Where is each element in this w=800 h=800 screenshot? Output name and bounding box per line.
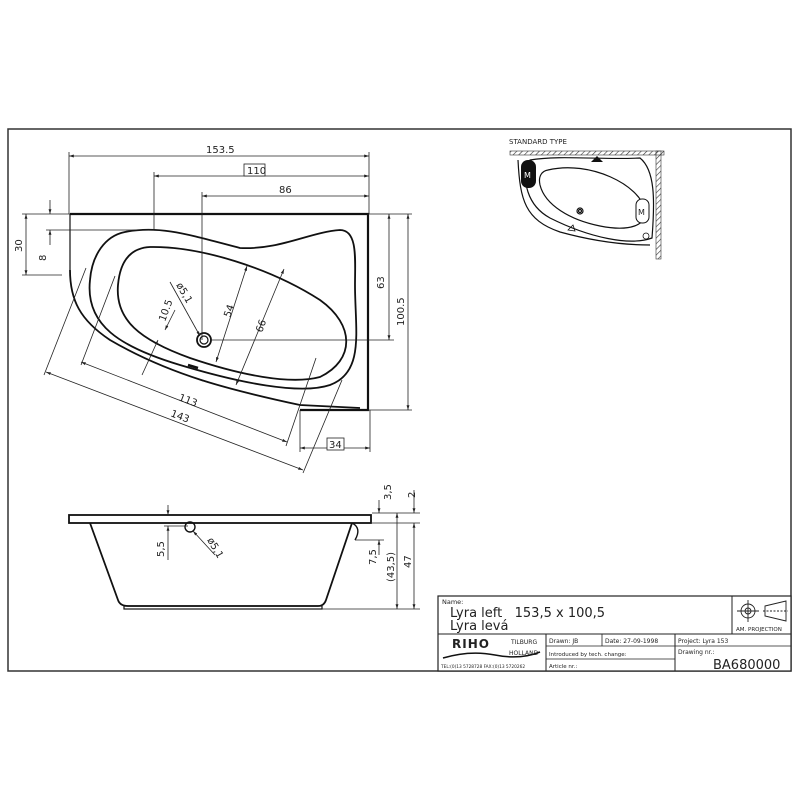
motor-icon-left <box>521 160 536 188</box>
name-line2: Lyra levá <box>450 619 508 634</box>
drawing-frame <box>7 128 792 672</box>
dim-overflow-diameter: ø5,1 <box>204 536 225 561</box>
dim-basin-inner-width: 54 <box>222 303 237 319</box>
phone-fax: TEL:(0)13 5728728 FAX:(0)13 5720262 <box>440 664 525 670</box>
dim-overflow-height: 7,5 <box>368 549 379 565</box>
dim-inner-length: 113 <box>177 393 199 410</box>
project-field: Project: Lyra 153 <box>678 638 728 645</box>
dim-corner-width: 34 <box>329 440 342 451</box>
name-label: Name: <box>442 598 463 606</box>
date-field: Date: 27-09-1998 <box>605 638 658 645</box>
dim-rim-height: 3,5 <box>383 484 394 500</box>
dim-overall-width: 100.5 <box>396 297 407 326</box>
dim-basin-outer-width: 66 <box>254 318 269 334</box>
dim-total-height: 47 <box>403 555 414 568</box>
svg-text:M: M <box>524 171 531 180</box>
svg-text:M: M <box>638 208 645 217</box>
top-view-dimensions <box>22 152 412 474</box>
dim-overflow-offset: 5,5 <box>156 541 167 557</box>
dim-rim-width: 10.5 <box>157 298 175 323</box>
drawing-nr: BA680000 <box>713 658 780 673</box>
dim-drain-offset: 86 <box>279 185 292 196</box>
projection-label: AM. PROJECTION <box>736 627 782 633</box>
company-logo: RIHO <box>452 637 490 651</box>
side-view-dimensions <box>164 490 420 610</box>
city-label: TILBURG <box>510 639 537 646</box>
projection-symbol-icon <box>737 600 788 622</box>
side-view <box>68 514 372 610</box>
article-field: Article nr.: <box>549 664 577 670</box>
introduced-field: Introduced by tech. change: <box>549 652 627 658</box>
title-block: Name: Lyra left 153,5 x 100,5 Lyra levá … <box>437 595 792 673</box>
country-label: HOLLAND <box>509 650 539 657</box>
name-line1: Lyra left 153,5 x 100,5 <box>450 606 605 621</box>
top-view-labels: 153.5 110 86 30 8 63 100.5 54 66 10.5 ø5… <box>14 145 407 451</box>
dim-inner-offset: 8 <box>38 255 49 261</box>
standard-type-inset: STANDARD TYPE M M <box>509 138 665 260</box>
dim-inner-depth: (43,5) <box>386 552 397 582</box>
dim-drain-from-back: 63 <box>376 276 387 289</box>
dim-overall-length: 153.5 <box>206 145 235 156</box>
motor-icon-right <box>635 198 650 224</box>
logo-wave-icon <box>442 651 541 659</box>
standard-type-label: STANDARD TYPE <box>509 138 567 146</box>
dim-rim-offset: 30 <box>14 239 25 252</box>
dim-boxed-length: 110 <box>247 166 266 177</box>
dim-edge-height: 2 <box>407 492 418 498</box>
drawing-nr-label: Drawing nr.: <box>678 649 715 656</box>
top-view <box>69 212 370 412</box>
drawn-by: Drawn: JB <box>549 638 578 645</box>
